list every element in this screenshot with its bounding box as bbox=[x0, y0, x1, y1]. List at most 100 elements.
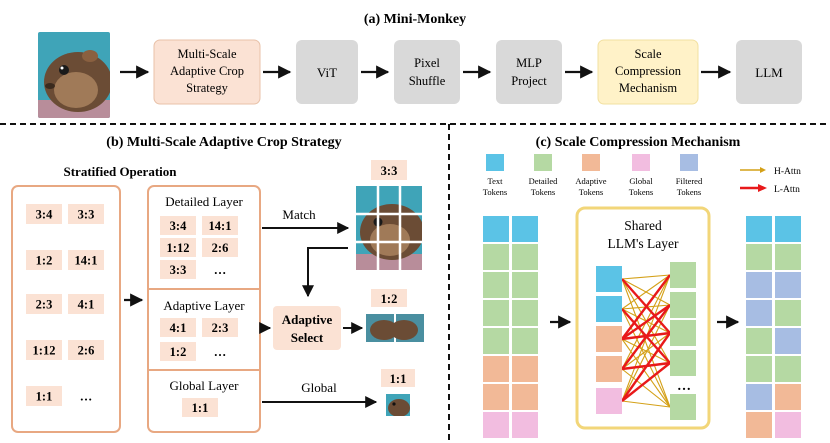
svg-text:3:4: 3:4 bbox=[36, 208, 53, 222]
title-b: (b) Multi-Scale Adaptive Crop Strategy bbox=[106, 135, 341, 150]
token bbox=[775, 384, 801, 410]
vit-box: ViT bbox=[296, 40, 358, 104]
token bbox=[746, 328, 772, 354]
ratio-tag: 1:2 bbox=[26, 250, 62, 270]
token bbox=[775, 356, 801, 382]
svg-text:Strategy: Strategy bbox=[186, 81, 228, 95]
ratio-tag: 3:3 bbox=[68, 204, 104, 224]
svg-text:Select: Select bbox=[291, 330, 324, 345]
h-attn-line bbox=[621, 338, 671, 408]
hamster-photo bbox=[38, 32, 110, 118]
svg-text:Filtered: Filtered bbox=[676, 176, 703, 186]
result-tag-33: 3:3 bbox=[371, 160, 407, 180]
svg-text:…: … bbox=[214, 263, 227, 277]
token bbox=[775, 300, 801, 326]
hamster-global-thumb bbox=[386, 394, 410, 416]
input-token-grid bbox=[483, 216, 538, 438]
token bbox=[512, 272, 538, 298]
pixel-shuffle-box: Pixel Shuffle bbox=[394, 40, 460, 104]
token bbox=[746, 356, 772, 382]
svg-text:ViT: ViT bbox=[317, 65, 337, 80]
ratio-tag: 1:12 bbox=[26, 340, 62, 360]
layers-container bbox=[147, 185, 261, 433]
grid-to-select-arrow bbox=[302, 247, 348, 298]
svg-text:3:3: 3:3 bbox=[170, 263, 187, 277]
ratio-tag: 1:1 bbox=[26, 386, 62, 406]
token bbox=[483, 272, 509, 298]
l-attn-line bbox=[621, 362, 671, 402]
h-attn-line bbox=[621, 304, 671, 402]
token bbox=[483, 216, 509, 242]
attention-lines bbox=[621, 274, 671, 408]
layer-input-column bbox=[596, 266, 622, 414]
token bbox=[483, 244, 509, 270]
token bbox=[746, 272, 772, 298]
token bbox=[512, 216, 538, 242]
h-attn-line bbox=[621, 332, 671, 370]
inner-ellipsis: … bbox=[677, 379, 691, 394]
svg-text:Detailed: Detailed bbox=[529, 176, 559, 186]
token bbox=[596, 388, 622, 414]
global-ratio-tag: 1:1 bbox=[182, 398, 218, 417]
token bbox=[746, 412, 772, 438]
ratio-tag: 2:3 bbox=[26, 294, 62, 314]
svg-text:…: … bbox=[80, 390, 93, 404]
svg-text:1:12: 1:12 bbox=[33, 344, 56, 358]
result-tag-12: 1:2 bbox=[371, 289, 407, 307]
svg-text:Mechanism: Mechanism bbox=[619, 81, 678, 95]
token bbox=[775, 272, 801, 298]
token bbox=[775, 244, 801, 270]
token bbox=[746, 300, 772, 326]
adaptive-ratio-tag: … bbox=[214, 345, 227, 359]
l-attn-legend: L-Attn bbox=[740, 184, 800, 195]
h-attn-line bbox=[621, 278, 671, 408]
mlp-project-box: MLP Project bbox=[496, 40, 562, 104]
detailed-ratio-tag: 2:6 bbox=[202, 238, 238, 257]
llm-box: LLM bbox=[736, 40, 802, 104]
token bbox=[596, 296, 622, 322]
token bbox=[670, 394, 696, 420]
svg-text:1:2: 1:2 bbox=[170, 345, 187, 359]
shared-label-2: LLM's Layer bbox=[607, 236, 679, 251]
l-attn-line bbox=[621, 304, 671, 340]
svg-text:Tokens: Tokens bbox=[531, 187, 555, 197]
ratio-tag: 4:1 bbox=[68, 294, 104, 314]
hamster-grid-image bbox=[356, 186, 422, 270]
svg-text:Global: Global bbox=[629, 176, 653, 186]
token bbox=[512, 300, 538, 326]
token bbox=[512, 244, 538, 270]
token bbox=[746, 384, 772, 410]
token bbox=[512, 356, 538, 382]
crop-strategy-box: Multi-Scale Adaptive Crop Strategy bbox=[153, 39, 261, 105]
token bbox=[670, 262, 696, 288]
detailed-ratio-tag: … bbox=[214, 263, 227, 277]
svg-text:2:6: 2:6 bbox=[212, 241, 229, 255]
ratio-tag: 14:1 bbox=[68, 250, 104, 270]
svg-text:2:3: 2:3 bbox=[212, 321, 229, 335]
adaptive-layer-label: Adaptive Layer bbox=[163, 298, 245, 313]
token bbox=[670, 292, 696, 318]
global-label: Global bbox=[301, 380, 337, 395]
adaptive-ratio-tag: 1:2 bbox=[160, 342, 196, 361]
h-attn-line bbox=[621, 400, 671, 408]
svg-text:Text: Text bbox=[488, 176, 504, 186]
token bbox=[483, 356, 509, 382]
title-c: (c) Scale Compression Mechanism bbox=[536, 135, 741, 150]
stratified-title: Stratified Operation bbox=[63, 164, 177, 179]
title-a: (a) Mini-Monkey bbox=[364, 12, 466, 27]
svg-text:Adaptive Crop: Adaptive Crop bbox=[170, 64, 244, 78]
token bbox=[512, 384, 538, 410]
svg-text:Adaptive: Adaptive bbox=[575, 176, 606, 186]
detailed-ratio-tag: 14:1 bbox=[202, 216, 238, 235]
svg-text:4:1: 4:1 bbox=[78, 298, 95, 312]
svg-text:Scale: Scale bbox=[634, 47, 662, 61]
svg-text:1:1: 1:1 bbox=[36, 390, 53, 404]
svg-text:Project: Project bbox=[511, 74, 547, 88]
adaptive-select-box: Adaptive Select bbox=[273, 306, 341, 350]
detailed-ratio-tag: 1:12 bbox=[160, 238, 196, 257]
